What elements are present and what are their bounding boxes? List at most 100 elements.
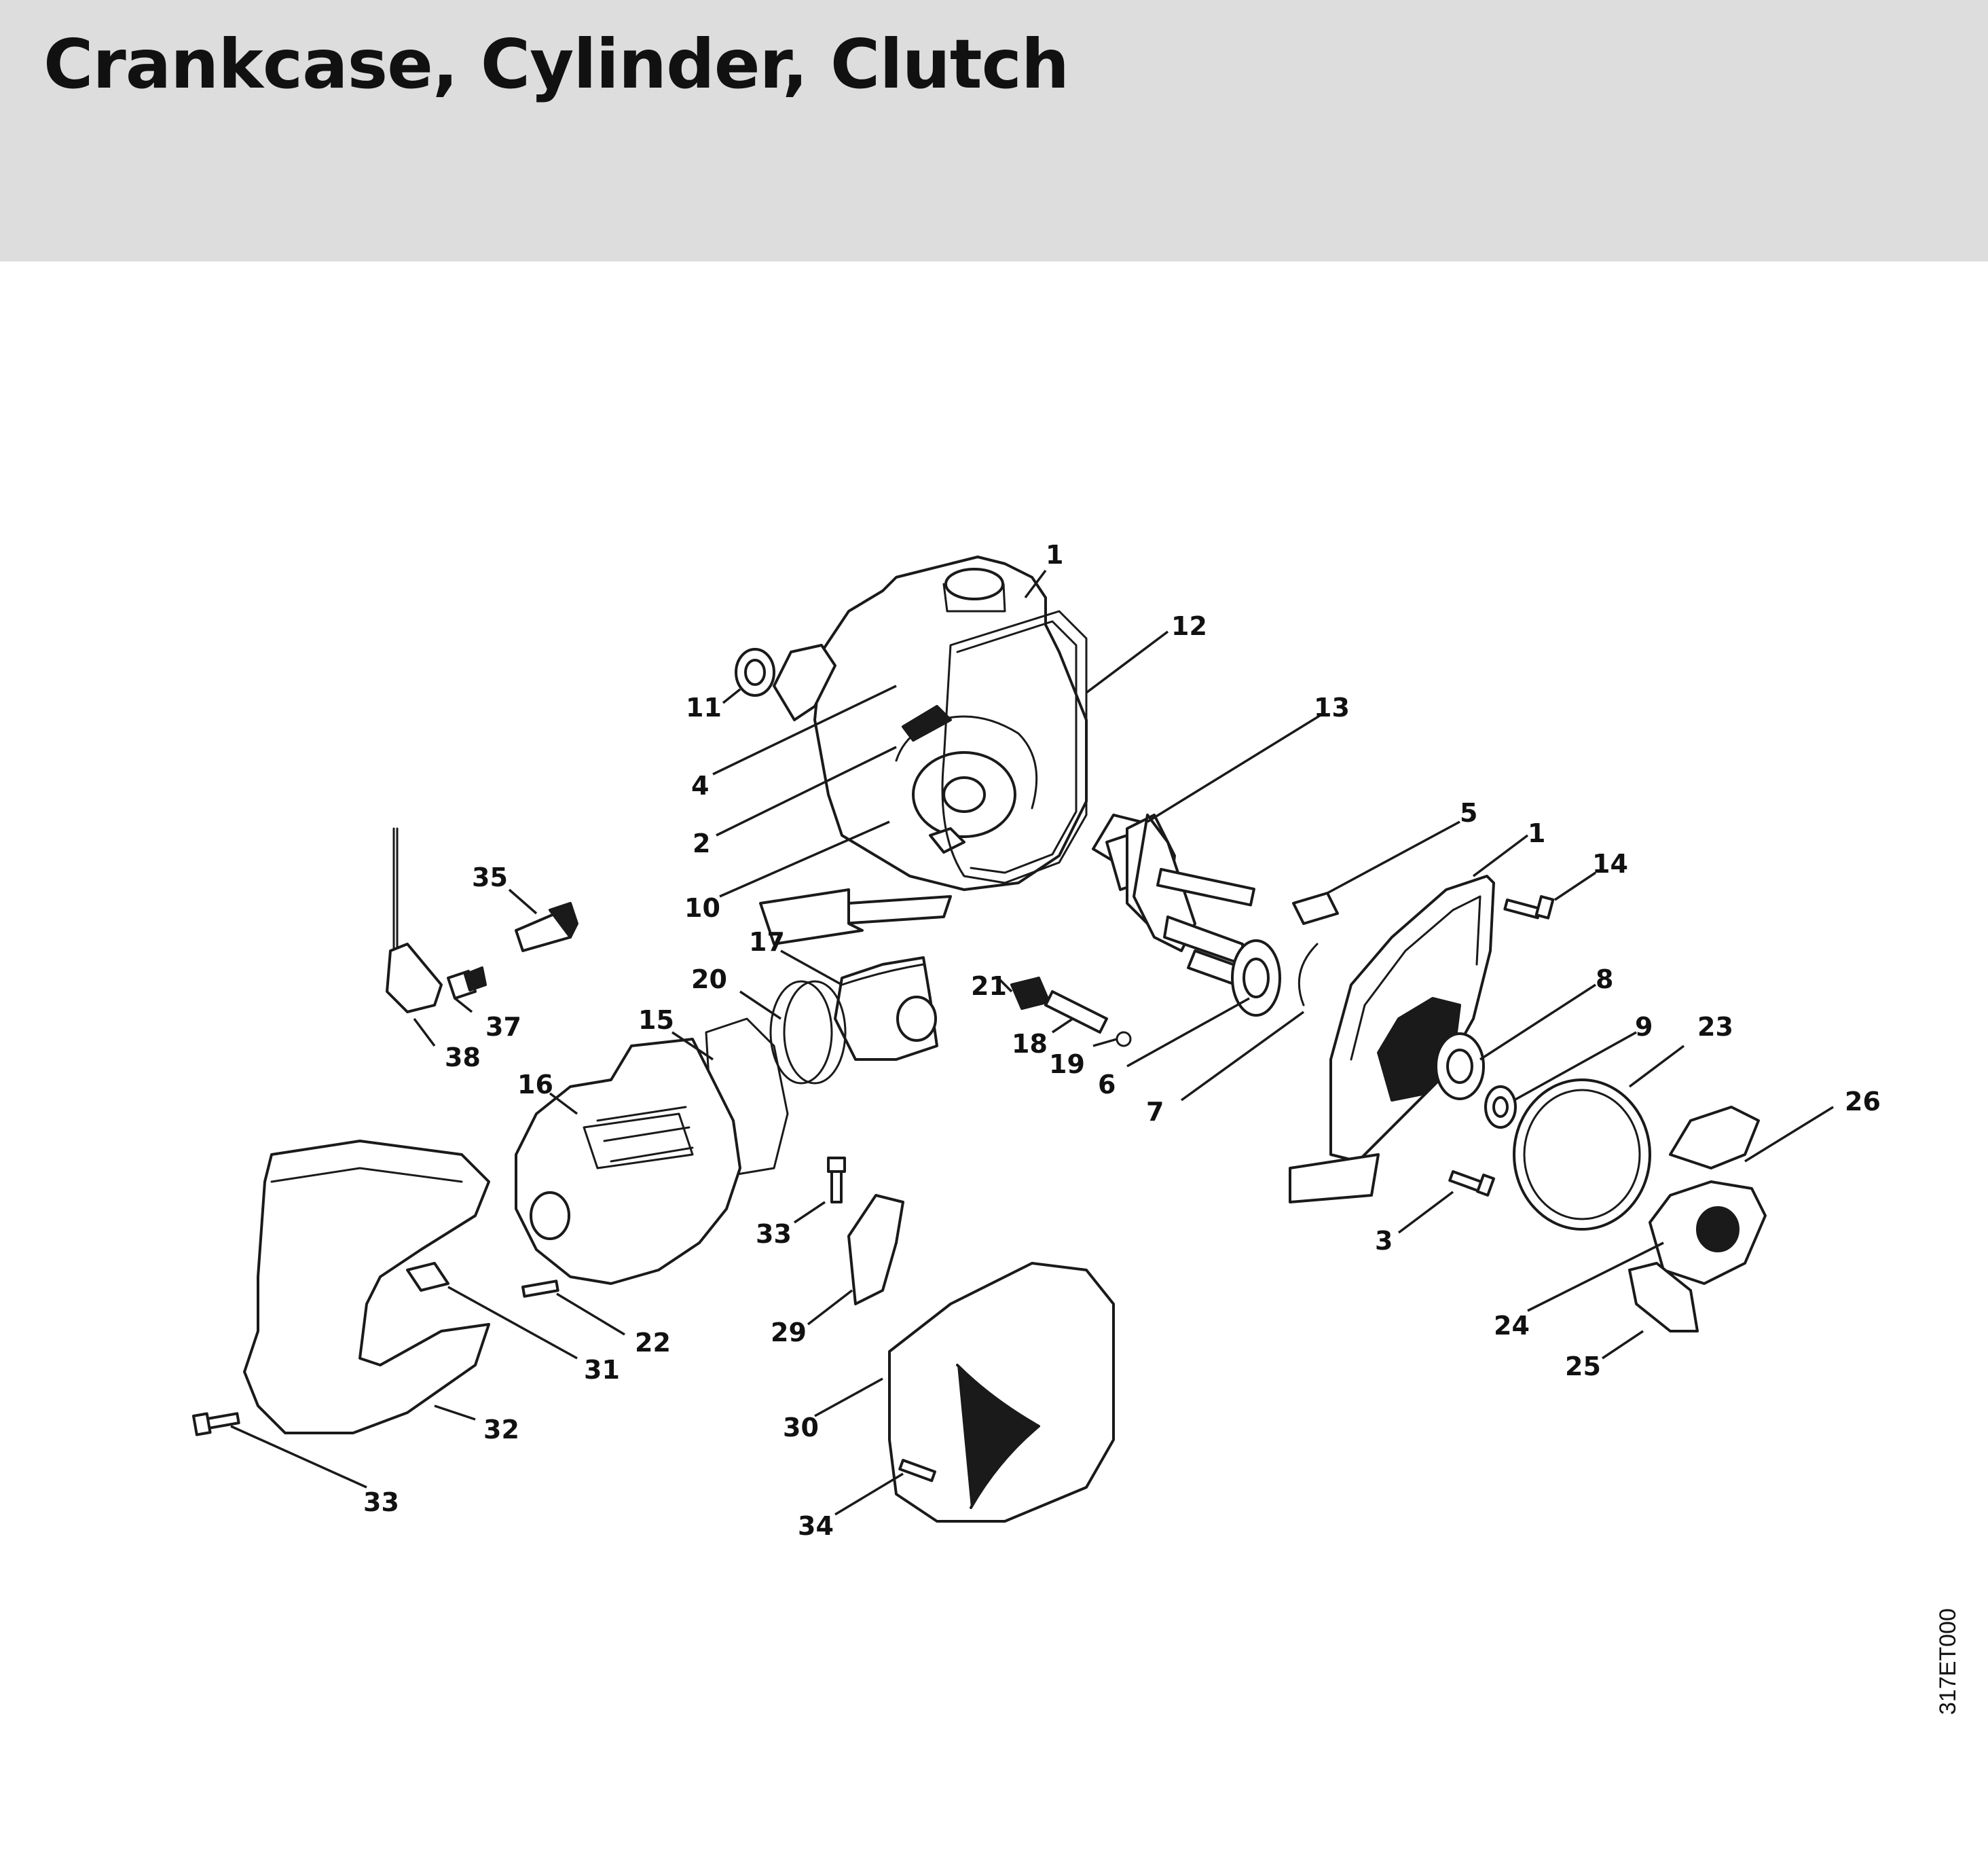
screw-34 bbox=[898, 1459, 936, 1483]
callout-29: 29 bbox=[771, 1318, 807, 1347]
circlip bbox=[1116, 1031, 1132, 1047]
callout-5: 5 bbox=[1460, 798, 1477, 828]
callout-4: 4 bbox=[691, 771, 709, 801]
dowel-sleeve bbox=[1292, 892, 1339, 925]
screw-33-lower bbox=[191, 1412, 240, 1436]
callout-12: 12 bbox=[1171, 611, 1207, 641]
callout-1-top: 1 bbox=[1046, 540, 1063, 570]
leader-6 bbox=[1126, 997, 1250, 1068]
callout-1-right: 1 bbox=[1528, 818, 1545, 848]
callout-15: 15 bbox=[638, 1005, 674, 1035]
leader-24 bbox=[1527, 1241, 1664, 1312]
leader-19 bbox=[1092, 1038, 1118, 1047]
oil-seal-11 bbox=[735, 648, 775, 697]
leader-2 bbox=[716, 746, 897, 837]
callout-18: 18 bbox=[1012, 1029, 1048, 1059]
piston bbox=[834, 956, 938, 1061]
cylinder-shroud bbox=[243, 1140, 490, 1434]
cylinder bbox=[515, 1038, 741, 1285]
callout-26: 26 bbox=[1845, 1087, 1881, 1117]
page-title: Crankcase, Cylinder, Clutch bbox=[43, 24, 1069, 104]
callout-17: 17 bbox=[749, 927, 785, 957]
leader-34 bbox=[834, 1472, 904, 1516]
callout-16: 16 bbox=[517, 1070, 553, 1100]
callout-37: 37 bbox=[485, 1012, 521, 1042]
callout-3: 3 bbox=[1375, 1226, 1393, 1256]
oil-seal-8 bbox=[1435, 1032, 1485, 1100]
callout-30: 30 bbox=[783, 1413, 819, 1442]
callout-10: 10 bbox=[684, 893, 720, 923]
leader-33-upper bbox=[794, 1201, 826, 1224]
callout-32: 32 bbox=[483, 1415, 519, 1445]
leader-5 bbox=[1327, 820, 1460, 894]
leader-35 bbox=[508, 888, 538, 915]
callout-24: 24 bbox=[1494, 1311, 1530, 1341]
leader-15 bbox=[671, 1031, 714, 1061]
screw-14 bbox=[1503, 895, 1555, 920]
figure-reference-code: 317ET000 bbox=[1935, 1608, 1961, 1715]
leader-16 bbox=[549, 1092, 578, 1115]
leader-33-lower bbox=[230, 1425, 367, 1489]
leader-7 bbox=[1180, 1011, 1305, 1102]
leader-4 bbox=[712, 685, 897, 776]
sleeve-31 bbox=[406, 1262, 449, 1292]
crankshaft bbox=[1092, 814, 1255, 986]
leader-3 bbox=[1397, 1191, 1454, 1234]
callout-6: 6 bbox=[1098, 1070, 1116, 1100]
leader-8 bbox=[1479, 983, 1596, 1061]
leader-12 bbox=[1085, 630, 1169, 694]
needle-cage bbox=[1010, 977, 1050, 1010]
clutch-shoe-26 bbox=[1669, 1106, 1760, 1169]
callout-23: 23 bbox=[1697, 1012, 1733, 1042]
piston-pin bbox=[1044, 990, 1108, 1034]
clutch-carrier bbox=[1649, 1180, 1767, 1285]
leader-37 bbox=[454, 997, 473, 1013]
leader-26 bbox=[1744, 1106, 1834, 1163]
screw-3 bbox=[1448, 1170, 1496, 1197]
leader-23 bbox=[1628, 1045, 1685, 1088]
ball-bearing bbox=[1231, 939, 1281, 1017]
leader-38 bbox=[413, 1017, 436, 1047]
leader-30 bbox=[814, 1377, 883, 1417]
callout-22: 22 bbox=[635, 1328, 671, 1358]
leader-21 bbox=[997, 977, 1013, 993]
leader-1-top bbox=[1024, 569, 1047, 599]
leader-14 bbox=[1554, 871, 1596, 901]
circlip-7 bbox=[1297, 943, 1319, 1006]
callout-35: 35 bbox=[472, 863, 508, 892]
callout-38: 38 bbox=[445, 1042, 481, 1072]
callout-20: 20 bbox=[691, 964, 727, 994]
screw-33-upper bbox=[827, 1157, 846, 1203]
callout-21: 21 bbox=[971, 971, 1007, 1001]
leader-31 bbox=[447, 1286, 578, 1360]
callout-7: 7 bbox=[1146, 1097, 1164, 1127]
clutch-shoe-25 bbox=[1628, 1262, 1699, 1332]
piston-rings bbox=[769, 980, 847, 1085]
callout-14: 14 bbox=[1592, 849, 1628, 879]
callout-33-upper: 33 bbox=[756, 1219, 792, 1249]
spring-37 bbox=[447, 966, 487, 1000]
leader-25 bbox=[1602, 1330, 1644, 1360]
leader-20 bbox=[739, 990, 781, 1020]
callout-8: 8 bbox=[1596, 964, 1613, 994]
crankcase-half-right bbox=[1289, 875, 1495, 1203]
screw-22 bbox=[521, 1280, 559, 1298]
callout-31: 31 bbox=[584, 1355, 620, 1385]
callout-9: 9 bbox=[1635, 1012, 1653, 1042]
header-band: Crankcase, Cylinder, Clutch bbox=[0, 0, 1988, 261]
leader-13 bbox=[1147, 712, 1325, 823]
callout-2: 2 bbox=[693, 829, 710, 858]
washer-9 bbox=[1484, 1085, 1517, 1129]
spark-plug-boot bbox=[386, 827, 443, 1013]
connector-35 bbox=[515, 902, 578, 952]
muffler-plate bbox=[847, 1194, 904, 1305]
callout-13: 13 bbox=[1314, 693, 1350, 723]
callout-11: 11 bbox=[686, 693, 722, 723]
muffler bbox=[888, 1262, 1115, 1523]
leader-9 bbox=[1513, 1031, 1637, 1102]
leader-22 bbox=[556, 1292, 625, 1336]
leader-1-right bbox=[1472, 834, 1529, 877]
leader-32 bbox=[434, 1404, 476, 1421]
leader-10 bbox=[719, 820, 890, 898]
